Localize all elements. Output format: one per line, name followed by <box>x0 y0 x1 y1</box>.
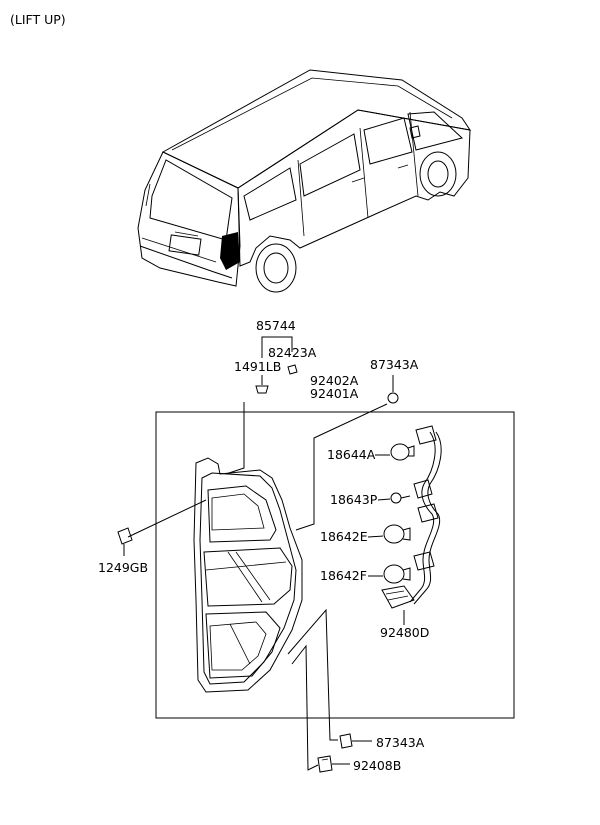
diagram-title: (LIFT UP) <box>10 12 66 27</box>
bulb-18643P <box>390 492 411 504</box>
part-label-82423A: 82423A <box>268 345 317 360</box>
grommet-87343A-top <box>387 375 399 404</box>
clip-92408B <box>317 755 350 773</box>
wiring-harness-92480D <box>381 425 442 609</box>
screw-1249GB <box>117 527 133 556</box>
part-label-1249GB: 1249GB <box>98 560 148 575</box>
clip-82423A <box>287 364 298 375</box>
part-label-92402A: 92402A <box>310 373 359 388</box>
van-illustration <box>137 69 472 293</box>
part-label-87343A-bottom: 87343A <box>376 735 425 750</box>
part-label-92480D: 92480D <box>380 625 429 640</box>
grommet-87343A-bottom <box>339 733 372 749</box>
bulb-18642F <box>383 564 411 584</box>
bulb-18644A <box>390 443 415 461</box>
part-label-18644A: 18644A <box>327 447 376 462</box>
part-label-18643P: 18643P <box>330 492 378 507</box>
part-label-1491LB: 1491LB <box>234 359 281 374</box>
bolt-1491LB <box>255 375 269 394</box>
part-label-85744: 85744 <box>256 318 296 333</box>
part-label-92401A: 92401A <box>310 386 359 401</box>
assembly-frame <box>155 411 515 719</box>
part-label-92408B: 92408B <box>353 758 401 773</box>
part-label-18642E: 18642E <box>320 529 368 544</box>
part-label-18642F: 18642F <box>320 568 367 583</box>
tail-lamp-assembly <box>193 457 303 693</box>
part-label-87343A-top: 87343A <box>370 357 419 372</box>
bulb-18642E <box>383 524 411 544</box>
